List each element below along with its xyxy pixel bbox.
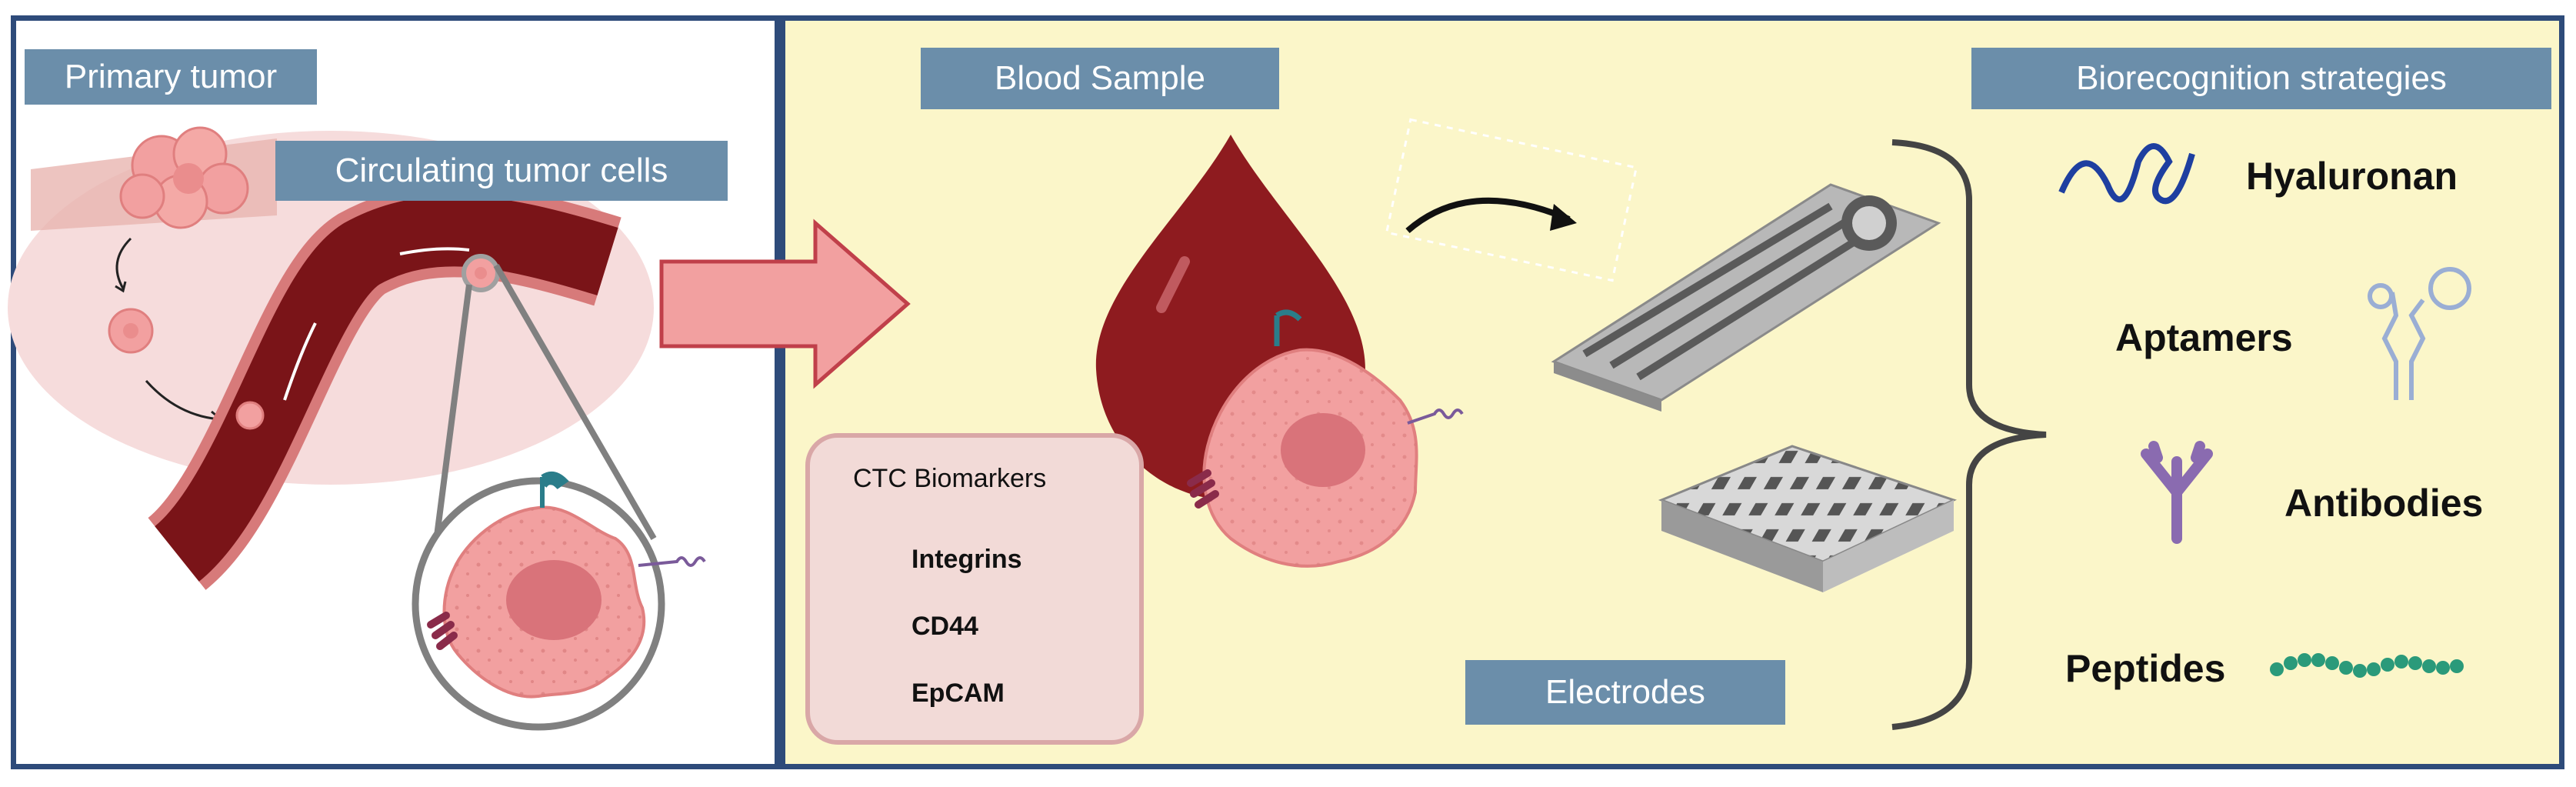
- legend-title: CTC Biomarkers: [853, 464, 1047, 493]
- primary-tumor-label: Primary tumor: [25, 49, 317, 105]
- legend-item-label: Integrins: [911, 544, 1022, 574]
- legend-item-cd44: CD44: [895, 603, 978, 649]
- aptamers-label: Aptamers: [2115, 316, 2293, 359]
- curved-arrow-icon: [1405, 197, 1571, 234]
- porous-electrode-icon: [1658, 445, 1958, 592]
- zoom-callout: [412, 263, 706, 731]
- blood-sample-label: Blood Sample: [921, 48, 1279, 109]
- hyaluronan-label: Hyaluronan: [2246, 155, 2458, 198]
- intravasation-arrow-icon: [145, 380, 220, 421]
- circulating-tumor-cells-label: Circulating tumor cells: [275, 141, 728, 201]
- antibodies-label: Antibodies: [2284, 482, 2484, 525]
- hyaluronan-icon: [2058, 143, 2195, 205]
- legend-item-label: EpCAM: [911, 678, 1005, 708]
- printed-electrode-icon: [1551, 183, 1941, 412]
- peptides-label: Peptides: [2065, 647, 2226, 690]
- peptide-icon: [2270, 653, 2464, 678]
- aptamer-icon: [2368, 267, 2471, 400]
- legend-item-label: CD44: [911, 611, 978, 641]
- legend-item-integrins: Integrins: [895, 536, 1022, 582]
- primary-tumor-icon: [119, 126, 249, 229]
- antibody-icon: [2141, 441, 2213, 544]
- electrodes-label: Electrodes: [1465, 660, 1785, 725]
- flow-arrow-icon: [659, 218, 911, 389]
- ctc-biomarkers-legend: CTC Biomarkers Integrins CD44 EpCAM: [805, 433, 1144, 745]
- single-tumor-cell-icon: [108, 308, 154, 354]
- biorecognition-strategies-label: Biorecognition strategies: [1971, 48, 2551, 109]
- legend-item-epcam: EpCAM: [895, 670, 1005, 716]
- blood-vessel-icon: [146, 185, 622, 590]
- ctc-cell-icon: [1187, 309, 1464, 568]
- migration-arrow-icon: [115, 237, 132, 289]
- selection-box: [1385, 118, 1638, 282]
- brace-icon: [1891, 139, 2047, 730]
